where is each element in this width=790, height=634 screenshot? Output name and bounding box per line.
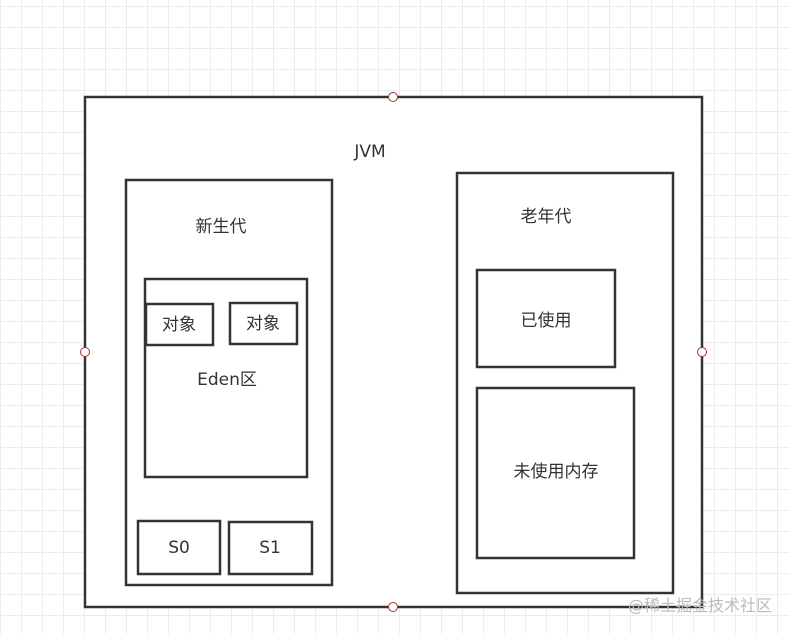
resize-handle-bottom[interactable] [388,602,398,612]
resize-handle-top[interactable] [388,92,398,102]
resize-handle-right[interactable] [697,347,707,357]
young-gen-label: 新生代 [196,217,247,237]
eden-label: Eden区 [197,370,257,390]
object-label-2: 对象 [246,314,280,334]
unused-box[interactable] [475,386,636,560]
object-label-1: 对象 [162,315,196,335]
jvm-label: JVM [353,142,385,162]
object-box-1[interactable] [144,302,215,347]
s0-label: S0 [168,538,190,558]
s0-box[interactable] [136,519,222,576]
unused-label: 未使用内存 [514,461,599,482]
resize-handle-left[interactable] [80,347,90,357]
object-box-2[interactable] [228,301,299,346]
s1-label: S1 [259,538,281,558]
old-gen-label: 老年代 [521,207,572,227]
watermark: @稀土掘金技术社区 [627,596,772,615]
used-box[interactable] [475,268,617,369]
s1-box[interactable] [227,520,314,576]
used-label: 已使用 [521,310,572,331]
